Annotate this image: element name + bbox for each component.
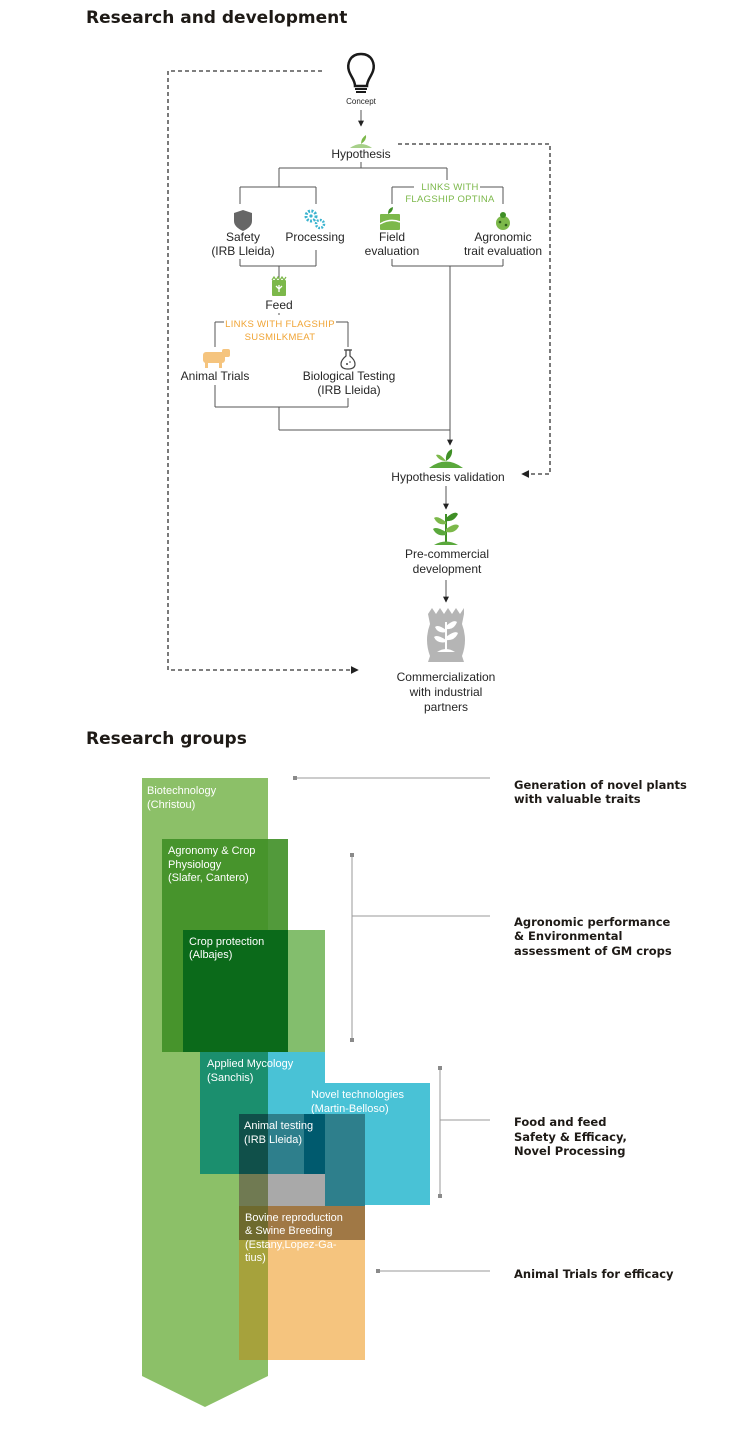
sprout-icon <box>429 449 463 468</box>
biotech-label: Biotechnology <box>147 785 217 797</box>
outcome-label: assessment of GM crops <box>514 944 672 958</box>
hypothesis-label: Hypothesis <box>331 147 390 161</box>
ladybug-icon <box>496 212 510 230</box>
crop-protection-label: Crop protection <box>189 936 264 948</box>
animal-testing-overlap <box>239 1174 268 1206</box>
precommercial-label: development <box>413 562 482 576</box>
feedback-loop-left <box>167 70 359 674</box>
field-label: evaluation <box>365 244 420 258</box>
commercialization-label: with industrial <box>409 685 483 699</box>
outcome-label: with valuable traits <box>514 792 641 806</box>
outcome-label: Agronomic performance <box>514 915 671 929</box>
gears-icon <box>304 209 326 230</box>
outcome-label: Safety & Efficacy, <box>514 1130 627 1144</box>
field-label: Field <box>379 230 405 244</box>
mycology-label: Applied Mycology <box>207 1058 294 1070</box>
agronomic-label: Agronomic <box>474 230 531 244</box>
links-susmilkmeat-label: SUSMILKMEAT <box>245 332 316 343</box>
seed-bag-icon <box>427 608 465 662</box>
agronomy-label: (Slafer, Cantero) <box>168 872 249 884</box>
safety-label: (IRB Lleida) <box>211 244 274 258</box>
rd-heading: Research and development <box>86 8 348 28</box>
novel-tech-label: (Martin-Belloso) <box>311 1103 389 1115</box>
outcome-label: Generation of novel plants <box>514 778 687 792</box>
agronomic-label: trait evaluation <box>464 244 542 258</box>
precommercial-label: Pre-commercial <box>405 547 489 561</box>
field-icon <box>379 207 401 230</box>
links-susmilkmeat-label: LINKS WITH FLAGSHIP <box>225 319 335 330</box>
mycology-label: (Sanchis) <box>207 1072 253 1084</box>
sprout-icon <box>350 135 372 148</box>
commercialization-label: partners <box>424 700 468 714</box>
bovine-label: Bovine reproduction <box>245 1212 343 1224</box>
bio-testing-label: Biological Testing <box>303 369 396 383</box>
concept-label: Concept <box>346 97 377 106</box>
outcome-label: & Environmental <box>514 929 622 943</box>
feed-label: Feed <box>265 298 292 312</box>
animal-testing-overlap <box>239 1114 268 1174</box>
commercialization-label: Commercialization <box>397 670 496 684</box>
outcome-label: Novel Processing <box>514 1144 625 1158</box>
feed-bag-icon <box>271 275 287 296</box>
crop-protection-label: (Albajes) <box>189 949 232 961</box>
biotech-label: (Christou) <box>147 799 195 811</box>
lightbulb-icon <box>347 52 375 93</box>
agronomy-label: Physiology <box>168 859 222 871</box>
animal-testing-overlap <box>304 1114 325 1174</box>
links-optina-label: FLAGSHIP OPTINA <box>405 194 495 205</box>
animal-testing-label: (IRB Lleida) <box>244 1134 302 1146</box>
groups-heading: Research groups <box>86 729 247 749</box>
outcome-label: Animal Trials for efficacy <box>514 1267 674 1281</box>
outcome-label: Food and feed <box>514 1115 606 1129</box>
animal-testing-overlap <box>268 1114 304 1174</box>
bio-testing-label: (IRB Lleida) <box>317 383 380 397</box>
bovine-label: & Swine Breeding <box>245 1225 332 1237</box>
animal-testing-label: Animal testing <box>244 1120 313 1132</box>
plant-icon <box>433 512 459 545</box>
processing-label: Processing <box>285 230 344 244</box>
feedback-loop-right <box>398 143 551 478</box>
animal-testing-overlap <box>325 1114 365 1206</box>
links-optina-label: LINKS WITH <box>421 182 478 193</box>
validation-label: Hypothesis validation <box>391 470 504 484</box>
animal-trials-overlap <box>239 1240 268 1360</box>
safety-label: Safety <box>226 230 260 244</box>
cow-icon <box>203 349 230 368</box>
bovine-label: tius) <box>245 1252 266 1264</box>
agronomy-label: Agronomy & Crop <box>168 845 255 857</box>
shield-icon <box>234 210 252 231</box>
bovine-label: (Estany,Lopez-Ga- <box>245 1239 337 1251</box>
novel-tech-label: Novel technologies <box>311 1089 404 1101</box>
bovine-overlap <box>239 1206 268 1240</box>
animal-trials-label: Animal Trials <box>181 369 250 383</box>
flask-icon <box>340 349 356 370</box>
crop-protection-box <box>183 930 288 1052</box>
